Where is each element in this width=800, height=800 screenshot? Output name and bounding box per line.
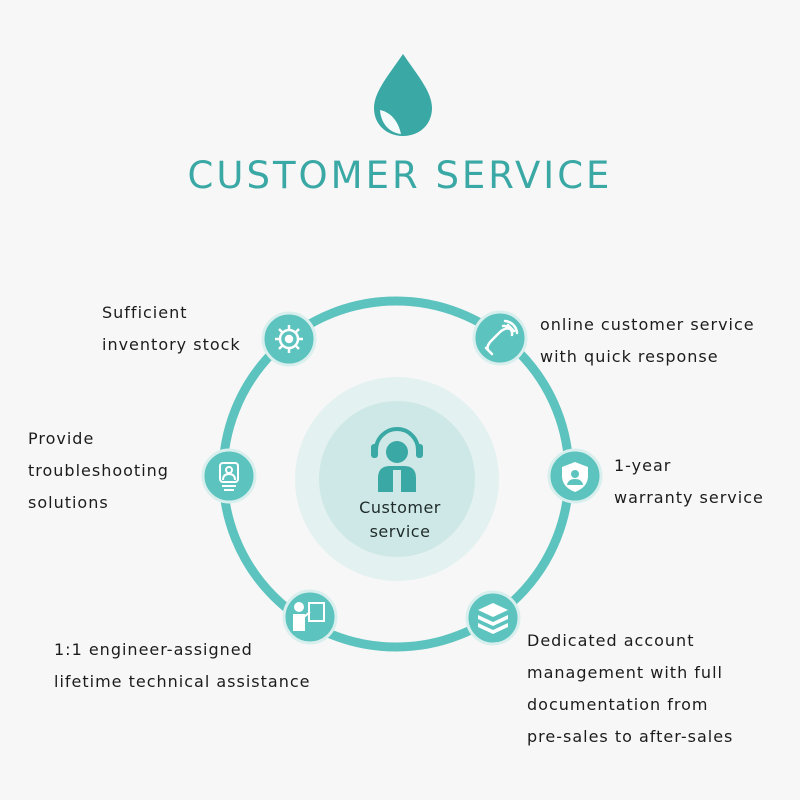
label-warranty: 1-year warranty service [614, 450, 764, 514]
label-line: inventory stock [102, 335, 241, 354]
label-line: documentation from [527, 695, 709, 714]
label-line: management with full [527, 663, 723, 682]
node-troubleshoot [201, 448, 257, 504]
node-inventory [261, 311, 317, 367]
shield-user-icon [562, 462, 588, 492]
label-line: 1:1 engineer-assigned [54, 640, 253, 659]
label-line: pre-sales to after-sales [527, 727, 734, 746]
center-label-line: Customer [359, 498, 441, 517]
label-online: online customer service with quick respo… [540, 309, 755, 373]
label-line: warranty service [614, 488, 764, 507]
label-line: with quick response [540, 347, 719, 366]
node-account [465, 590, 521, 646]
label-account: Dedicated account management with full d… [527, 625, 733, 753]
page-title: CUSTOMER SERVICE [187, 154, 613, 197]
node-engineer [282, 589, 338, 645]
label-line: lifetime technical assistance [54, 672, 311, 691]
node-online [472, 310, 528, 366]
center-label-line: service [369, 522, 431, 541]
label-line: Sufficient [102, 303, 188, 322]
layers-icon [478, 603, 508, 634]
phone-icon [484, 319, 519, 356]
label-line: online customer service [540, 315, 755, 334]
label-line: Provide [28, 429, 95, 448]
engineer-board-icon [293, 602, 325, 631]
water-drop-logo-icon [374, 54, 432, 136]
label-line: 1-year [614, 456, 672, 475]
node-warranty [547, 448, 603, 504]
center-label: Customer service [340, 496, 460, 544]
gear-wrench-icon [275, 325, 303, 353]
headset-agent-icon [371, 427, 423, 492]
label-engineer: 1:1 engineer-assigned lifetime technical… [54, 634, 311, 698]
lightbulb-icon [219, 462, 239, 491]
label-line: troubleshooting [28, 461, 169, 480]
label-line: Dedicated account [527, 631, 695, 650]
label-inventory: Sufficient inventory stock [102, 297, 241, 361]
label-line: solutions [28, 493, 109, 512]
label-troubleshoot: Provide troubleshooting solutions [28, 423, 169, 519]
